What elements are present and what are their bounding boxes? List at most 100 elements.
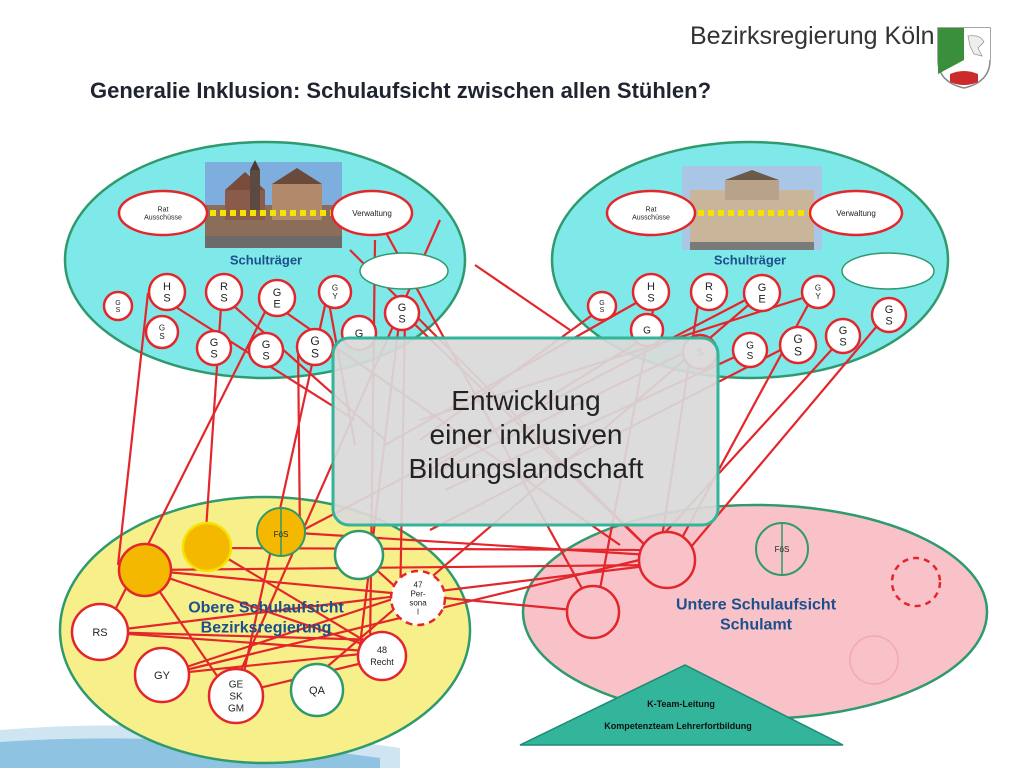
obere-gy: GY bbox=[133, 646, 191, 704]
town-hall-photo-left bbox=[205, 160, 342, 248]
schultraeger-right-node-3-circle bbox=[742, 273, 782, 313]
untere-hs-circle bbox=[565, 584, 621, 640]
schultraeger-right-node-5-circle bbox=[731, 331, 769, 369]
connection-line bbox=[99, 630, 381, 642]
org-name: Bezirksregierung Köln bbox=[690, 22, 935, 50]
verwaltung-left: Verwaltung bbox=[330, 189, 414, 237]
untere-ifas-circle bbox=[849, 635, 899, 685]
connection-line bbox=[144, 568, 381, 652]
obere-ge-sk-gm-circle bbox=[207, 667, 265, 725]
connection-line bbox=[116, 292, 150, 566]
verwaltung-right: Verwaltung bbox=[808, 189, 904, 237]
foes-left-label: FöS bbox=[391, 263, 417, 279]
k-team-line-1: K-Team-Leitung bbox=[647, 699, 715, 709]
connection-line bbox=[99, 563, 656, 634]
obere-rs-label: RS bbox=[92, 627, 107, 639]
connection-line bbox=[144, 568, 596, 614]
verwaltung-left-label: Verwaltung bbox=[352, 209, 392, 218]
schultraeger-left-node-4-circle bbox=[317, 274, 353, 310]
schultraeger-left-node-2-circle bbox=[204, 272, 244, 312]
untere-ikos: IKOs bbox=[890, 556, 942, 608]
untere-gs-label: GS bbox=[659, 555, 675, 567]
schultraeger-right-node-1-circle bbox=[631, 272, 671, 312]
obere-rs: RS bbox=[70, 602, 130, 662]
connection-line bbox=[296, 341, 302, 541]
foes-left: FöS bbox=[359, 252, 449, 290]
schultraeger-right-node-9-label: G bbox=[643, 326, 651, 337]
obere-qa-circle bbox=[289, 662, 345, 718]
foes-left-shape bbox=[359, 252, 449, 290]
obere-gy-label: GY bbox=[154, 670, 171, 682]
schultraeger-left-node-7-circle bbox=[247, 331, 285, 369]
obere-foes-label: FöS bbox=[274, 530, 289, 539]
connection-line bbox=[209, 547, 381, 651]
obere-gy-circle bbox=[133, 646, 191, 704]
nrw-emblem-icon bbox=[937, 27, 991, 89]
schultraeger-right-label: Schulträger bbox=[714, 253, 786, 268]
schultraeger-right-node-6-circle bbox=[778, 325, 818, 365]
schultraeger-left-node-0-circle bbox=[102, 290, 134, 322]
connection-line bbox=[144, 563, 656, 572]
untere-ikos-label: IKOs bbox=[907, 578, 925, 587]
verwaltung-right-label: Verwaltung bbox=[836, 209, 876, 218]
foes-right-label: FöS bbox=[875, 263, 901, 279]
obere-foes: FöS bbox=[256, 507, 306, 557]
verwaltung-right-shape bbox=[808, 189, 904, 237]
k-team-line-2: Kompetenzteam Lehrerfortbildung bbox=[604, 721, 752, 731]
foes-right: FöS bbox=[841, 252, 935, 290]
connection-line bbox=[474, 264, 571, 331]
obere-rs-circle bbox=[70, 602, 130, 662]
rat-ausschuesse-left-shape bbox=[117, 189, 209, 237]
untere-ikos-circle bbox=[890, 556, 942, 608]
schultraeger-left-node-6-circle bbox=[195, 329, 233, 367]
schultraeger-right-node-4-circle bbox=[800, 274, 836, 310]
connection-line bbox=[99, 630, 381, 654]
schultraeger-right-node-8-circle bbox=[870, 296, 908, 334]
obere-gs-circle bbox=[181, 521, 233, 573]
schultraeger-left-node-10-label: G bbox=[355, 328, 364, 340]
center-box-shape bbox=[331, 336, 720, 527]
schultraeger-right-node-0-circle bbox=[586, 290, 618, 322]
obere-hs-label: HS bbox=[137, 565, 152, 577]
schultraeger-right-node-2-circle bbox=[689, 272, 729, 312]
